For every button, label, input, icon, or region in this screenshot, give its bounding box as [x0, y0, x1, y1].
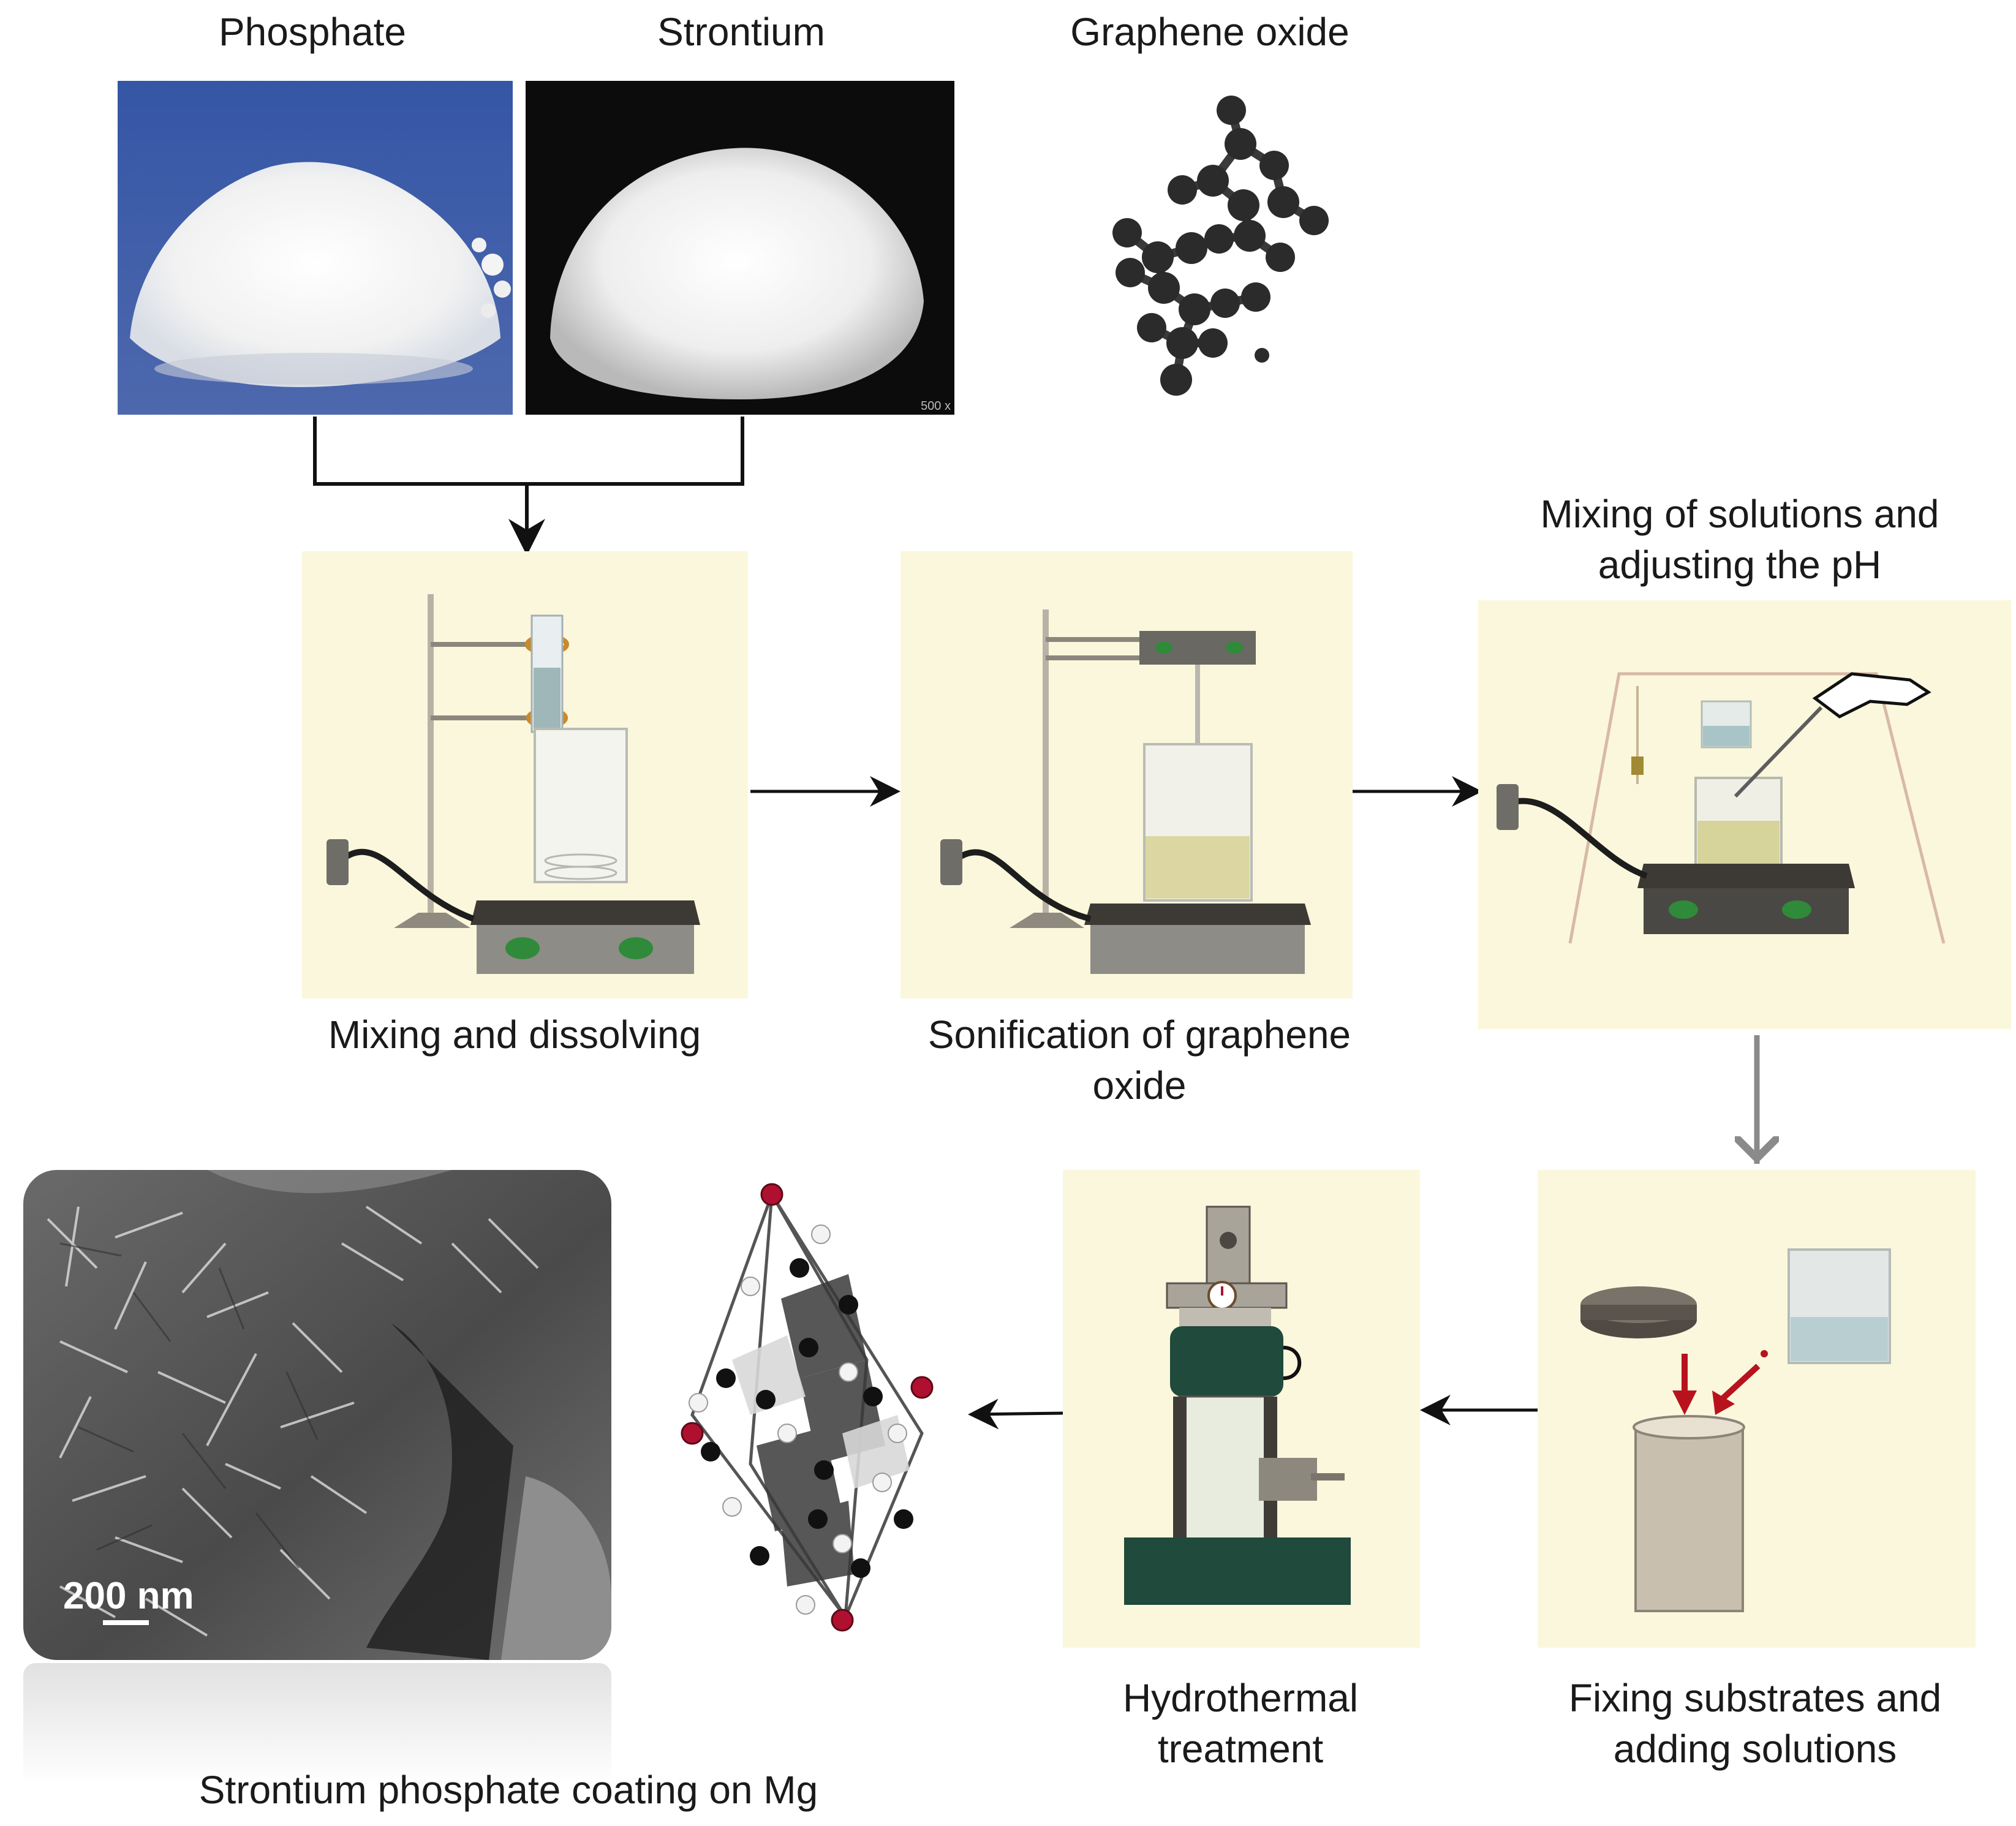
result-caption: Strontium phosphate coating on Mg	[198, 1768, 818, 1812]
graphene-oxide-molecule	[1066, 92, 1348, 410]
fixing-label-line1: Fixing substrates and	[1568, 1676, 1942, 1720]
hydrothermal-panel	[1063, 1170, 1420, 1648]
merge-bracket	[313, 417, 744, 486]
ph-adjust-illustration	[1497, 672, 1946, 944]
ph-adjust-panel	[1478, 600, 2011, 1029]
sonification-label-line2: oxide	[1092, 1063, 1187, 1107]
scale-bar-label: 200 nm	[63, 1575, 194, 1617]
ph-label-line2: adjusting the pH	[1598, 543, 1882, 587]
strontium-powder-photo: 500 x	[526, 81, 954, 415]
arrow-to-crystal	[968, 1398, 1065, 1430]
mixing-panel	[302, 551, 748, 998]
sonicator-illustration	[940, 609, 1311, 974]
crystal-structure	[665, 1176, 953, 1703]
photo-scale-text: 500 x	[921, 399, 951, 413]
sonification-panel	[900, 551, 1353, 998]
strontium-label: Strontium	[657, 10, 825, 54]
hydrothermal-label-line2: treatment	[1157, 1727, 1324, 1771]
scale-bar	[103, 1620, 149, 1625]
hydrothermal-reactor-illustration	[1124, 1205, 1351, 1605]
sem-reflection	[23, 1663, 611, 1786]
phosphate-label: Phosphate	[218, 10, 407, 54]
ph-label-line1: Mixing of solutions and	[1540, 492, 1939, 536]
sonification-label-line1: Sonification of graphene	[927, 1013, 1351, 1057]
stirrer-setup-illustration	[327, 594, 700, 974]
sem-micrograph: 200 nm	[23, 1170, 611, 1660]
autoclave-liner-illustration	[1580, 1248, 1891, 1612]
phosphate-powder-photo	[118, 81, 513, 415]
graphene-oxide-label: Graphene oxide	[1070, 10, 1350, 54]
fixing-label-line2: adding solutions	[1613, 1727, 1897, 1771]
hydrothermal-label-line1: Hydrothermal	[1122, 1676, 1359, 1720]
mixing-label: Mixing and dissolving	[328, 1013, 701, 1057]
fixing-panel	[1538, 1170, 1976, 1648]
